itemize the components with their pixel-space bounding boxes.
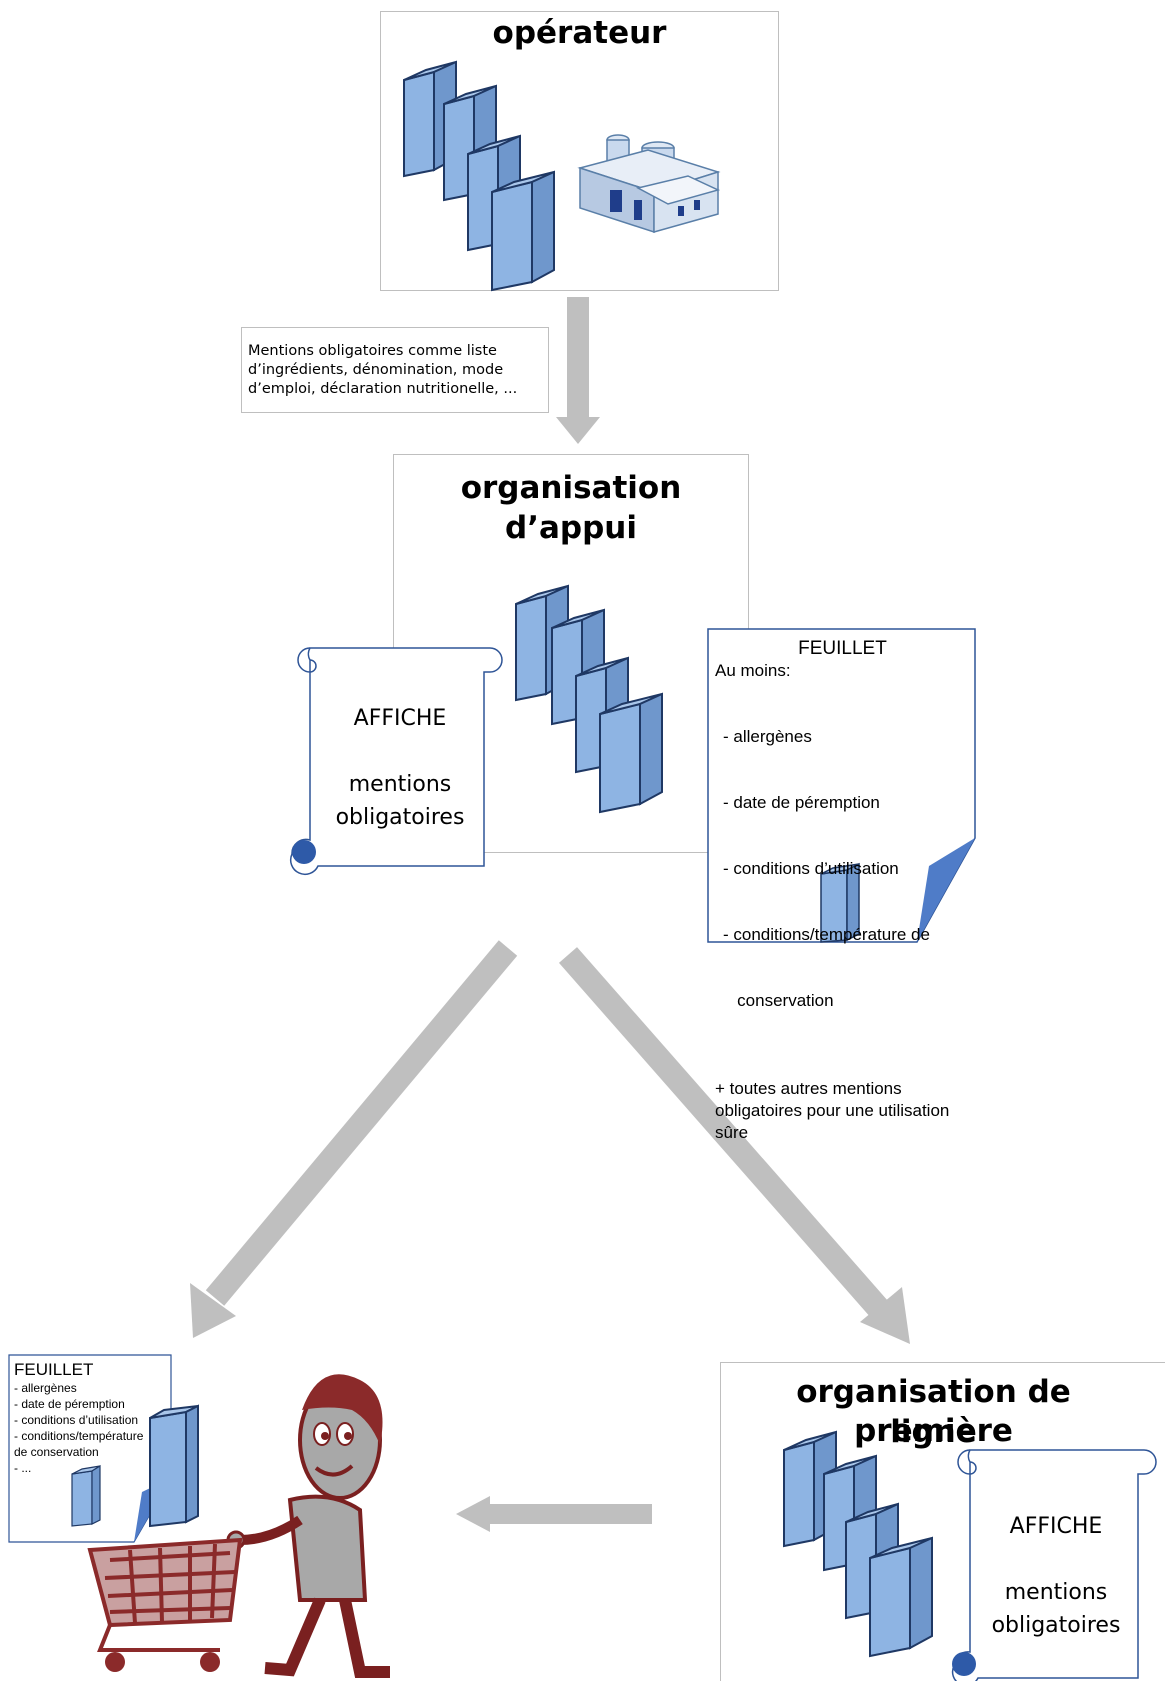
leaflet-consumer-item: - conditions/température bbox=[14, 1429, 144, 1443]
arrow-frontline-to-consumer bbox=[456, 1496, 652, 1532]
mentions-note: Mentions obligatoires comme liste d’ingr… bbox=[241, 327, 549, 413]
leaflet-support-extra-1: + toutes autres mentions bbox=[715, 1079, 902, 1098]
poster-frontline-title: AFFICHE bbox=[1009, 1514, 1103, 1539]
leaflet-consumer-item: de conservation bbox=[14, 1445, 99, 1459]
arrow-support-to-consumer bbox=[190, 940, 518, 1338]
poster-support: AFFICHE mentions obligatoires bbox=[318, 702, 482, 834]
poster-frontline-line1: mentions bbox=[1004, 1580, 1108, 1605]
leaflet-support-item: - allergènes bbox=[723, 727, 812, 746]
leaflet-support-item: - conditions d’utilisation bbox=[723, 859, 899, 878]
leaflet-support-title: FEUILLET bbox=[798, 638, 887, 659]
mentions-note-text: Mentions obligatoires comme liste d’ingr… bbox=[248, 343, 518, 397]
factory-icon bbox=[577, 134, 721, 234]
shopper-with-cart-icon bbox=[87, 1374, 390, 1678]
leaflet-consumer-item: - date de péremption bbox=[14, 1397, 125, 1411]
frontline-org-title-line1: organisation de première bbox=[796, 1374, 1071, 1449]
operator-title: opérateur bbox=[492, 15, 667, 51]
leaflet-consumer-item: - allergènes bbox=[14, 1381, 77, 1395]
scroll-poster-icon bbox=[951, 1449, 1157, 1681]
scroll-poster-icon bbox=[289, 647, 503, 876]
leaflet-consumer-item: - ... bbox=[14, 1461, 32, 1475]
leaflet-support-extra-2: obligatoires pour une utilisation bbox=[715, 1101, 950, 1120]
leaflet-support: FEUILLET Au moins: - allergènes - date d… bbox=[715, 638, 970, 1144]
arrow-operator-to-support bbox=[556, 297, 600, 444]
leaflet-support-list: - allergènes - date de péremption - cond… bbox=[715, 682, 970, 1056]
poster-support-line2: obligatoires bbox=[335, 805, 465, 830]
leaflet-support-extra-3: sûre bbox=[715, 1123, 749, 1142]
support-org-title-line2: d’appui bbox=[505, 510, 637, 546]
leaflet-consumer-title: FEUILLET bbox=[14, 1360, 94, 1379]
poster-support-line1: mentions bbox=[348, 772, 452, 797]
frontline-org-title-line2: ligne bbox=[890, 1414, 977, 1450]
poster-frontline: AFFICHE mentions obligatoires bbox=[976, 1510, 1136, 1642]
arrow-support-to-frontline bbox=[558, 947, 910, 1344]
leaflet-document-icon bbox=[707, 628, 976, 943]
leaflet-consumer: FEUILLET - allergènes - date de pérempti… bbox=[14, 1360, 174, 1476]
leaflet-support-item: conservation bbox=[723, 991, 834, 1010]
leaflet-consumer-list: - allergènes - date de péremption - cond… bbox=[14, 1380, 174, 1476]
support-org-title-line1: organisation bbox=[460, 470, 682, 506]
product-boxes-icon bbox=[515, 584, 663, 814]
poster-frontline-line2: obligatoires bbox=[991, 1613, 1121, 1638]
product-boxes-icon bbox=[403, 60, 555, 292]
leaflet-support-item: - date de péremption bbox=[723, 793, 880, 812]
product-boxes-icon bbox=[783, 1430, 933, 1658]
leaflet-support-item: - conditions/température de bbox=[723, 925, 930, 944]
poster-support-title: AFFICHE bbox=[353, 706, 447, 731]
leaflet-consumer-item: - conditions d’utilisation bbox=[14, 1413, 139, 1427]
leaflet-support-intro: Au moins: bbox=[715, 661, 791, 680]
